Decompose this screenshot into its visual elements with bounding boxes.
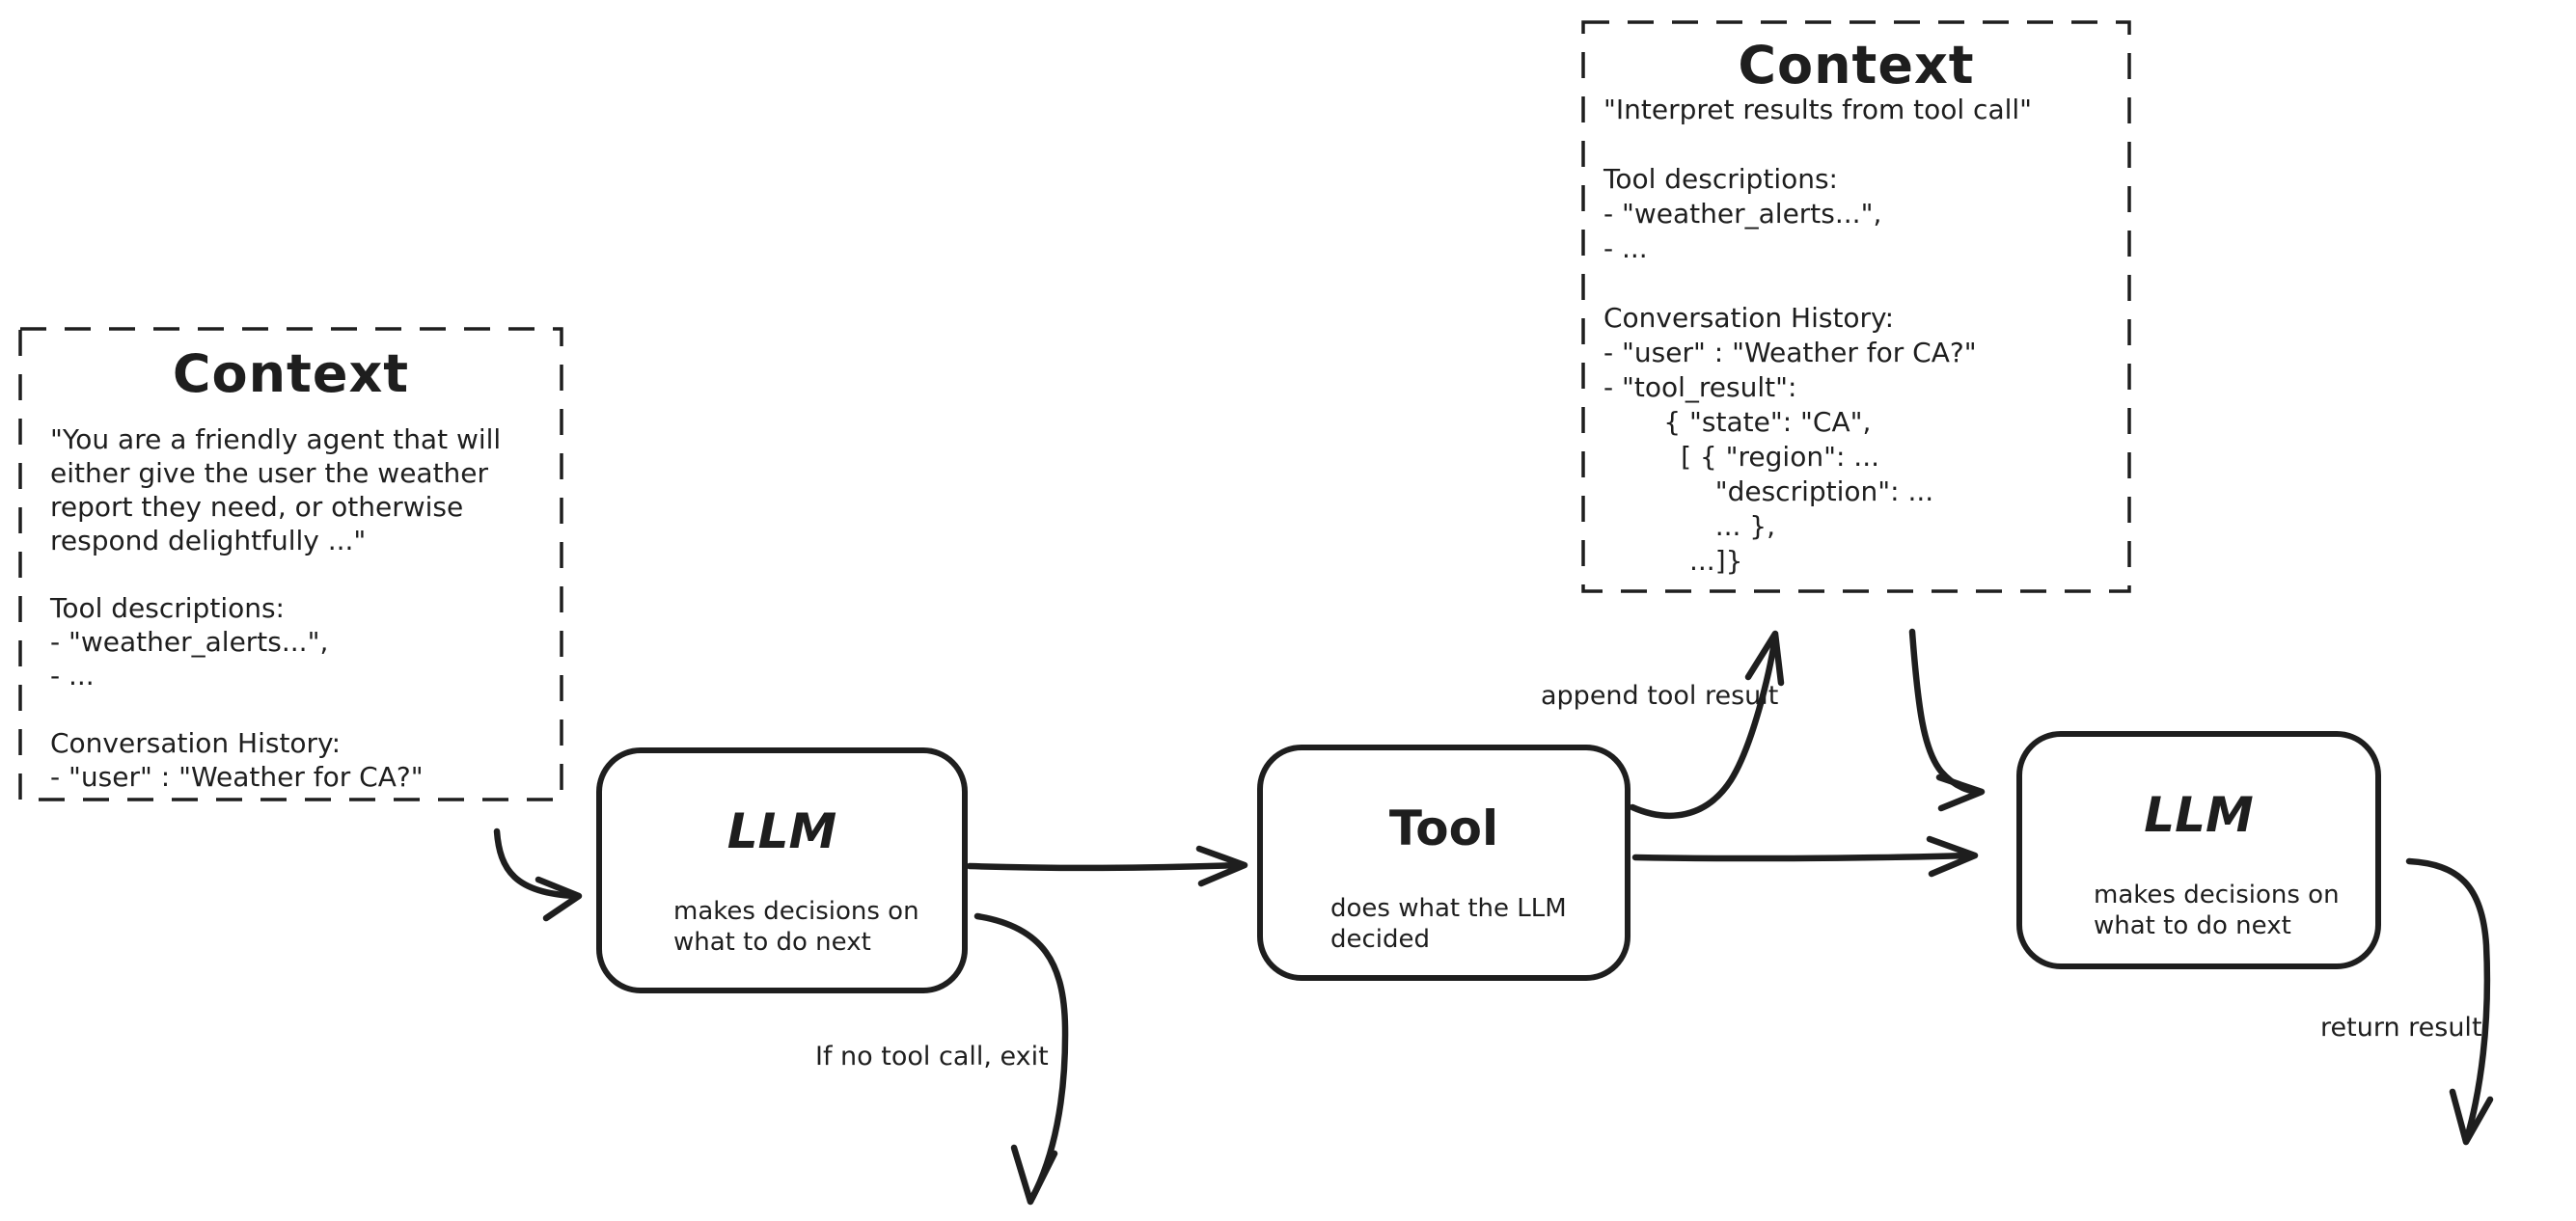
arrow-context-left-to-llm[interactable] xyxy=(493,828,583,922)
arrow-llm-exit[interactable] xyxy=(973,912,1069,1206)
llm-second-subtitle: makes decisions on what to do next xyxy=(2094,881,2340,940)
context-left-body: "You are a friendly agent that will eith… xyxy=(50,423,502,793)
llm-first-title: LLM xyxy=(726,803,837,859)
edge-label-return-result: return result xyxy=(2320,1013,2482,1043)
llm-first-subtitle: makes decisions on what to do next xyxy=(673,897,919,957)
node-llm-second[interactable]: LLM makes decisions on what to do next xyxy=(2016,731,2381,969)
context-left-title: Context xyxy=(172,343,410,404)
node-tool[interactable]: Tool does what the LLM decided xyxy=(1257,745,1631,981)
node-context-left[interactable]: Context "You are a friendly agent that w… xyxy=(19,328,562,800)
arrow-llm2-return[interactable] xyxy=(2405,857,2494,1146)
edge-label-append-tool-result: append tool result xyxy=(1541,681,1779,711)
context-left-box-border[interactable] xyxy=(18,327,563,801)
llm-second-title: LLM xyxy=(2144,787,2254,843)
node-llm-first[interactable]: LLM makes decisions on what to do next xyxy=(596,747,968,993)
tool-subtitle: does what the LLM decided xyxy=(1330,894,1567,954)
arrow-append-tool-result[interactable] xyxy=(1629,630,1785,819)
arrow-context-top-to-llm2[interactable] xyxy=(1908,628,1986,812)
context-top-body: "Interpret results from tool call" Tool … xyxy=(1603,94,2033,577)
tool-title: Tool xyxy=(1388,800,1499,856)
arrow-llm-to-tool[interactable] xyxy=(966,845,1248,887)
context-top-box-border[interactable] xyxy=(1581,20,2131,593)
edge-label-no-tool-call-exit: If no tool call, exit xyxy=(815,1042,1049,1072)
context-top-title: Context xyxy=(1738,35,1975,95)
arrow-tool-to-llm2[interactable] xyxy=(1631,835,1979,878)
node-context-top[interactable]: Context "Interpret results from tool cal… xyxy=(1582,21,2130,592)
